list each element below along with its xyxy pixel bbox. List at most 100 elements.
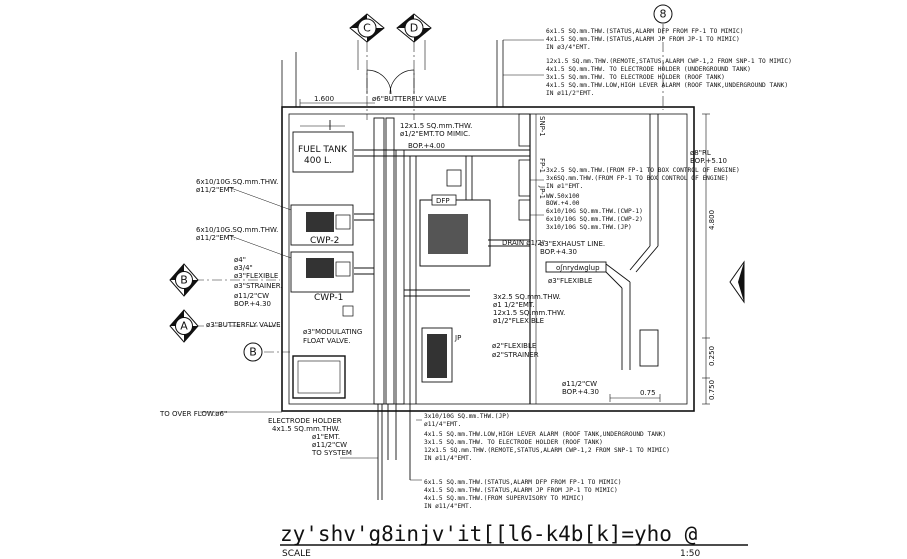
flex2-label: ø2"FLEXIBLE (492, 342, 536, 350)
note-rm-1: 3x6SQ.mm.THW.(FROM FP-1 TO BOX CONTROL O… (546, 175, 729, 182)
bop-right-label: BOP.+5.10 (690, 157, 727, 165)
left-p34: ø3/4" (234, 264, 253, 272)
note-b-3: 3x1.5 SQ.mm.THW. TO ELECTRODE HOLDER (RO… (424, 439, 603, 446)
leader-lines (200, 39, 544, 481)
electrode-cw: ø11/2"CW (312, 441, 347, 449)
jockey-pump (421, 327, 453, 383)
grid-label-b-inner: B (249, 346, 257, 359)
left-wire2-a: 6x10/10G.SQ.mm.THW. (196, 226, 278, 234)
cwp-2-label: CWP-2 (310, 236, 339, 246)
water-tank (292, 355, 346, 399)
modulating-label: ø3"MODULATING (303, 328, 362, 336)
note-b2-0: 6x1.5 SQ.mm.THW.(STATUS,ALARM DFP FROM F… (424, 479, 621, 486)
grid-label-b-left: B (180, 274, 188, 287)
scale-label: SCALE (282, 549, 311, 559)
note-tr-0: 6x1.5 SQ.mm.THW.(STATUS,ALARM DFP FROM F… (546, 28, 743, 35)
left-strainer: ø3"STRAINER. (234, 282, 283, 290)
jp-panel-label: JP-1 (538, 185, 546, 199)
cwp-1-label: CWP-1 (314, 293, 343, 303)
note-b-5: IN ø11/4"EMT. (424, 455, 472, 462)
exhaust-label: ø3"EXHAUST LINE. (540, 240, 605, 248)
fuel-tank-capacity: 400 L. (304, 156, 332, 166)
note-tr-2: IN ø3/4"EMT. (546, 44, 591, 51)
note-tr-7: IN ø11/2"EMT. (546, 90, 594, 97)
note-tr-5: 3x1.5 SQ.mm.THW. TO ELECTRODE HOLDER (RO… (546, 74, 725, 81)
note-rm-5: 6x10/10G SQ.mm.THW.(CWP-1) (546, 208, 643, 215)
bop-top-label: BOP.+4.00 (408, 142, 445, 150)
mid-wire-b: ø1 1/2"EMT. (493, 301, 535, 309)
valve-icon (342, 305, 354, 317)
wire-top-b: ø1/2"EMT.TO MIMIC. (400, 130, 470, 138)
note-b2-2: 4x1.5 SQ.mm.THW.(FROM SUPERVISORY TO MIM… (424, 495, 584, 502)
dim-0750-label: 0.750 (708, 380, 716, 400)
note-tr-1: 4x1.5 SQ.mm.THW.(STATUS,ALARM JP FROM JP… (546, 36, 740, 43)
fuel-tank-label: FUEL TANK (298, 145, 348, 155)
mid-wire-a: 3x2.5 SQ.mm.THW. (493, 293, 561, 301)
left-flex: ø3"FLEXIBLE (234, 272, 278, 280)
electrode-emt: ø1"EMT. (312, 433, 340, 441)
dfp-pump (419, 169, 491, 267)
left-cw: ø11/2"CW (234, 292, 269, 300)
left-wire1-b: ø11/2"EMT. (196, 186, 235, 194)
note-rm-2: IN ø1"EMT. (546, 183, 583, 190)
note-rm-0: 3x2.5 SQ.mm.THW.(FROM FP-1 TO BOX CONTRO… (546, 167, 740, 174)
dim-075-label: 0.75 (640, 389, 656, 397)
mid-wire-d: ø1/2"FLEXIBLE (493, 317, 544, 325)
note-rm-7: 3x10/10G SQ.mm.THW.(JP) (546, 224, 632, 231)
note-b-2: 4x1.5 SQ.mm.THW.LOW,HIGH LEVER ALARM (RO… (424, 431, 666, 438)
dim-1600-label: 1.600 (314, 95, 334, 103)
electrode-label: ELECTRODE HOLDER (268, 417, 342, 425)
left-bop: BOP.+4.30 (234, 300, 271, 308)
left-p4: ø4" (234, 256, 246, 264)
dim-4800-label: 4.800 (708, 210, 716, 230)
overflow-label: TO OVER FLOW.ø6" (159, 410, 227, 418)
note-tr-6: 4x1.5 SQ.mm.THW.LOW,HIGH LEVER ALARM (RO… (546, 82, 788, 89)
exhaust-pipe (545, 114, 659, 370)
bop-bottom-label: BOP.+4.30 (562, 388, 599, 396)
notes-top-right: 6x1.5 SQ.mm.THW.(STATUS,ALARM DFP FROM F… (546, 28, 792, 97)
note-tr-3: 12x1.5 SQ.mm.THW.(REMOTE,STATUS,ALARM CW… (546, 58, 792, 65)
exhaust-box-label: oʃnrydʍglup (556, 264, 600, 272)
left-wire2-b: ø11/2"EMT. (196, 234, 235, 242)
fuel-tank (292, 125, 354, 173)
note-rm-3: WW.50x100 (546, 193, 580, 200)
note-tr-4: 4x1.5 SQ.mm.THW. TO ELECTRODE HOLDER (UN… (546, 66, 751, 73)
cwp-2-pump (290, 204, 354, 246)
note-b-0: 3x10/10G SQ.mm.THW.(JP) (424, 413, 510, 420)
grid-bubble-b-inner: B (243, 342, 263, 362)
door-swing-icon (366, 69, 415, 95)
grid-label-a-left: A (180, 320, 188, 333)
snp-label: SNP-1 (538, 116, 546, 137)
notes-bottom-2: 6x1.5 SQ.mm.THW.(STATUS,ALARM DFP FROM F… (424, 479, 621, 510)
dim-250-label: 0.250 (708, 346, 716, 366)
notes-bottom: 3x10/10G SQ.mm.THW.(JP) ø11/4"EMT. 4x1.5… (424, 413, 670, 462)
jp-small-label: JP (454, 334, 461, 342)
note-rm-6: 6x10/10G SQ.mm.THW.(CWP-2) (546, 216, 643, 223)
pipe-network (329, 117, 530, 500)
grid-bubble-8: 8 (653, 4, 673, 24)
grid-bubble-a-left: A (169, 309, 199, 343)
to-system-label: TO SYSTEM (311, 449, 352, 457)
grid-bubble-b-left: B (169, 263, 199, 297)
note-b2-1: 4x1.5 SQ.mm.THW.(STATUS,ALARM JP FROM JP… (424, 487, 618, 494)
grid-label-d: D (410, 22, 418, 35)
drain-label: DRAIN ø1/2" (502, 239, 545, 247)
butterfly-top-label: ø6"BUTTERFLY VALVE (372, 95, 447, 103)
note-b-1: ø11/4"EMT. (424, 421, 461, 428)
note-rm-4: BOW.+4.00 (546, 200, 580, 207)
flexible-right-label: ø3"FLEXIBLE (548, 277, 592, 285)
control-panels (518, 113, 531, 221)
north-arrow-icon (729, 260, 745, 304)
note-b-4: 12x1.5 SQ.mm.THW.(REMOTE,STATUS,ALARM CW… (424, 447, 670, 454)
dfp-label: DFP (436, 197, 450, 205)
float-valve-label: FLOAT VALVE. (303, 337, 351, 345)
fp-label: FP-1 (538, 158, 546, 173)
drawing-title: zy'shv'g8injv'it[[l6-k4b[k]=yho @ (280, 522, 698, 546)
strainer2-label: ø2"STRAINER (492, 351, 539, 359)
cwp-1-pump (290, 251, 354, 293)
rl-label: ø8"RL (690, 149, 711, 157)
notes-right-mid: 3x2.5 SQ.mm.THW.(FROM FP-1 TO BOX CONTRO… (546, 167, 740, 231)
left-wire1-a: 6x10/10G.SQ.mm.THW. (196, 178, 278, 186)
